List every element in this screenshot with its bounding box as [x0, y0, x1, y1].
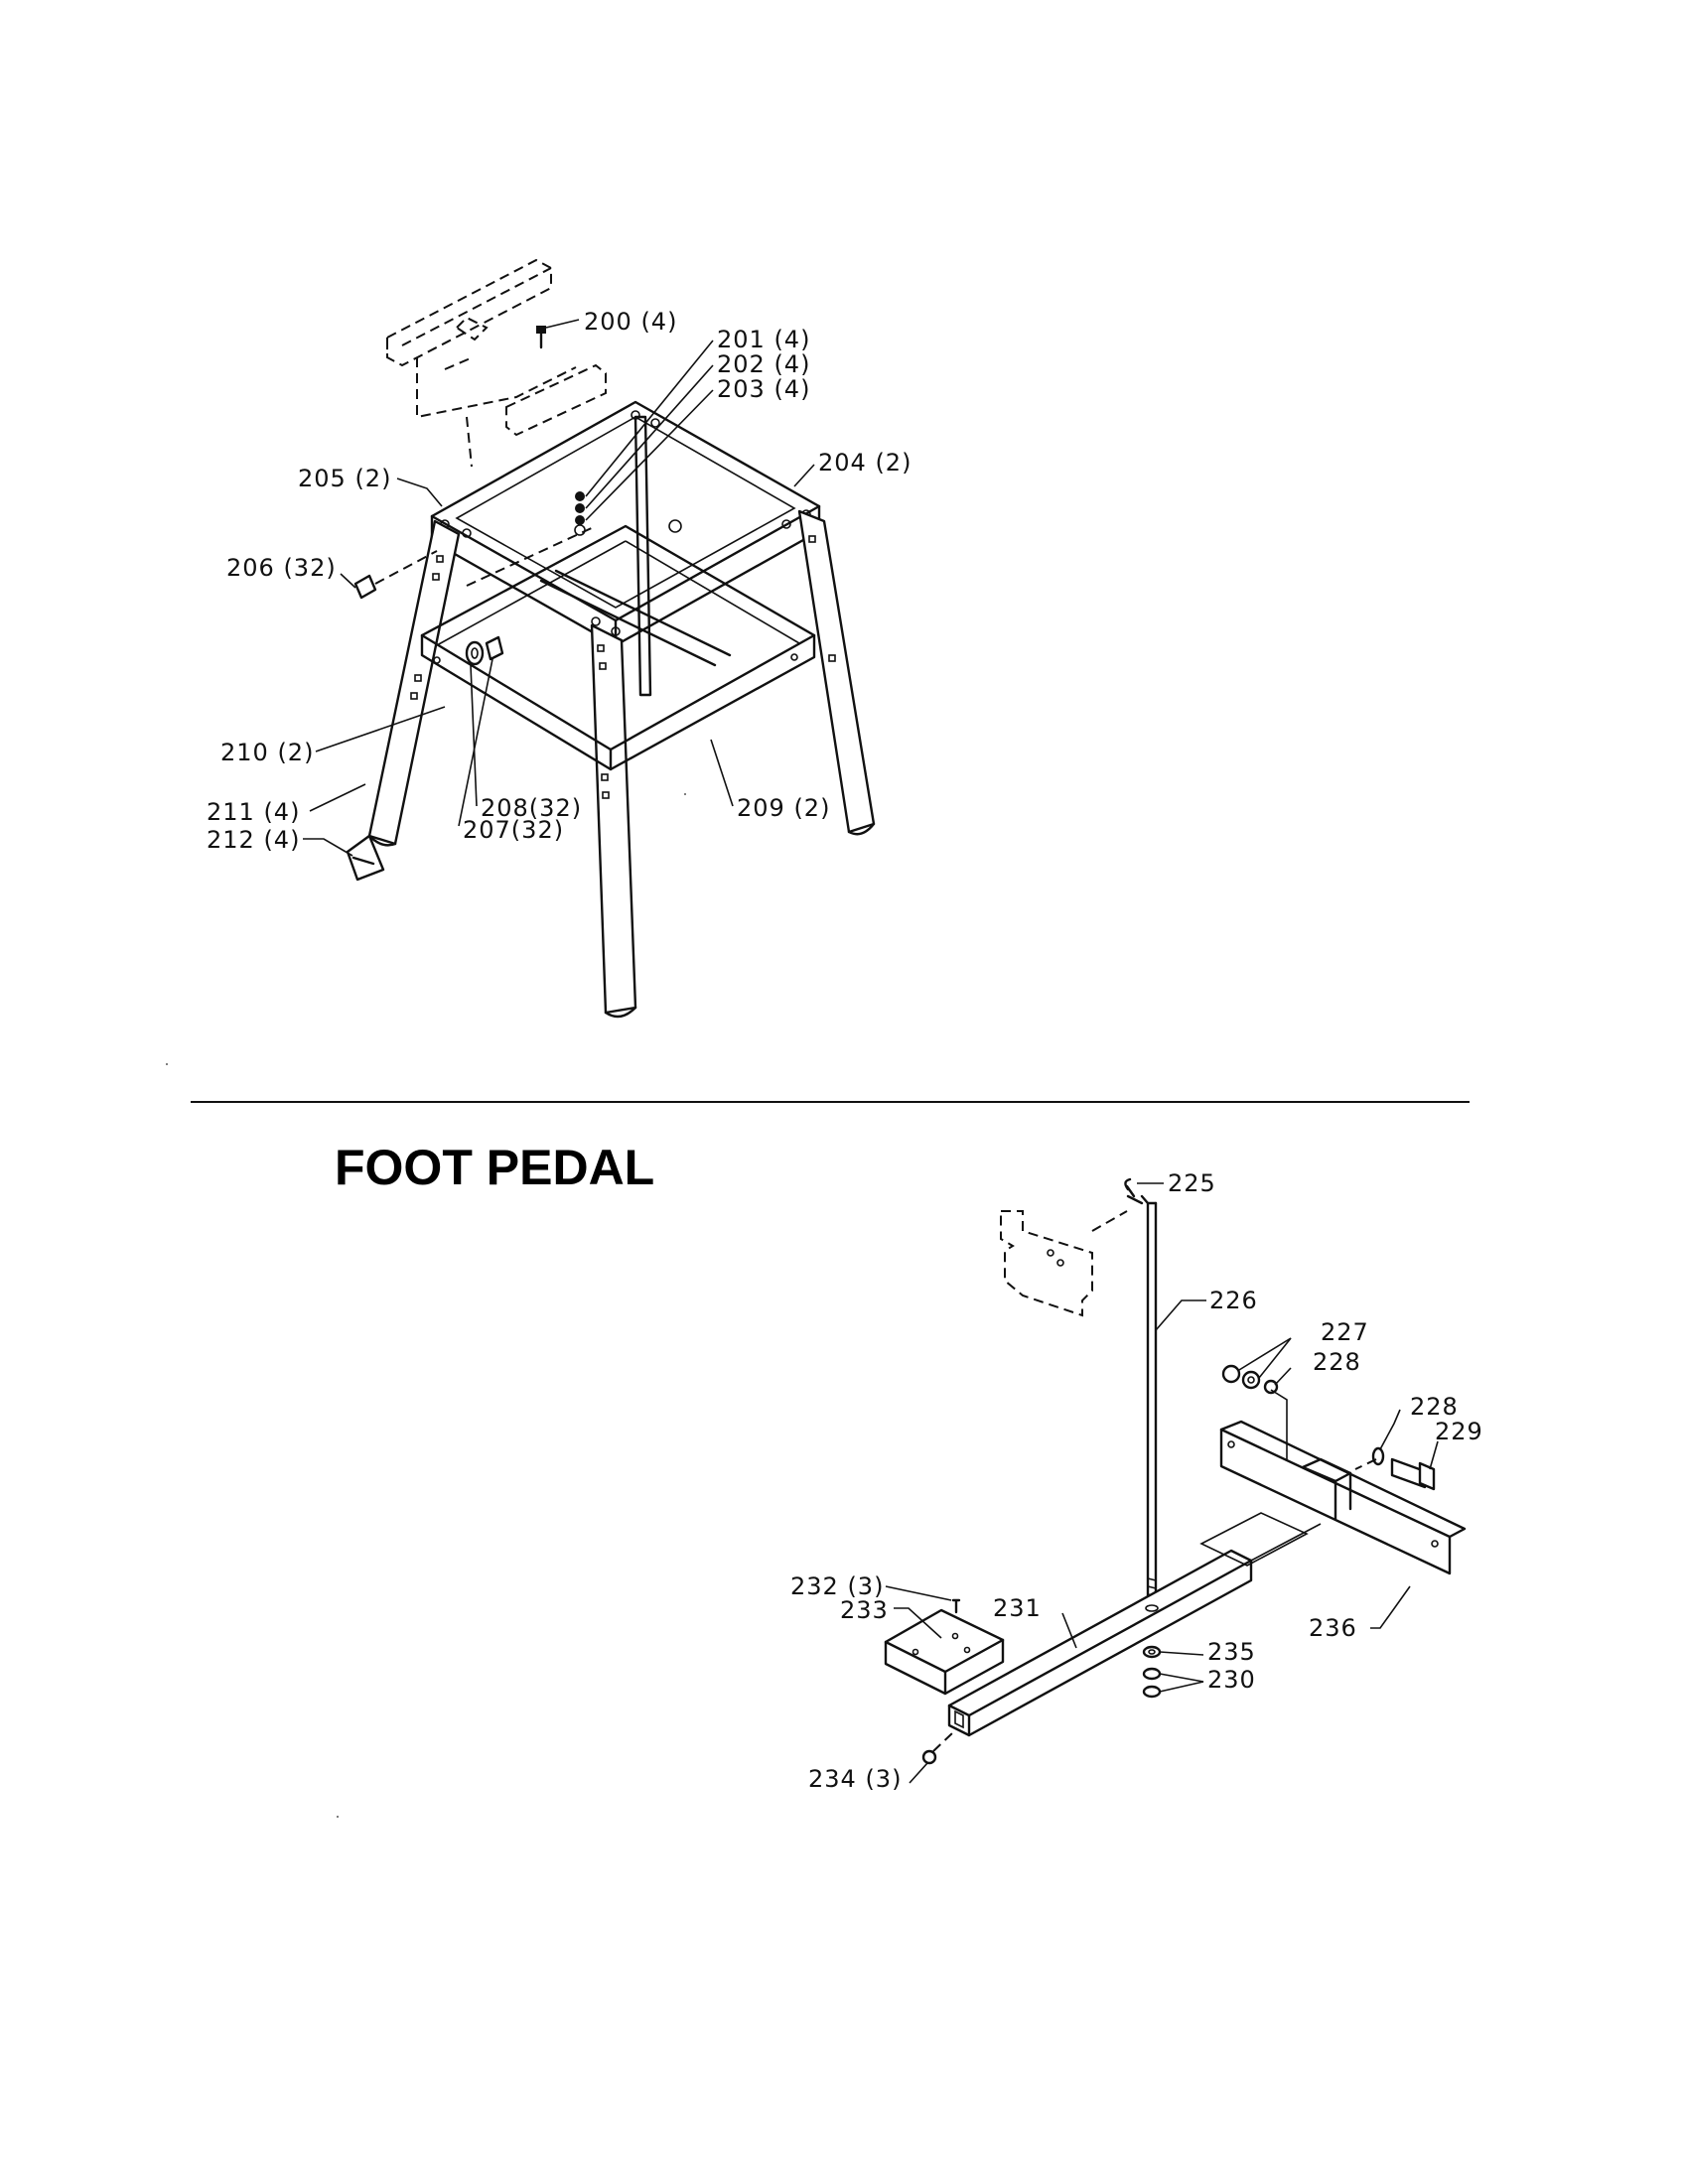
scan-speck: [684, 793, 686, 795]
callout-234: 234 (3): [808, 1765, 902, 1793]
callout-200: 200 (4): [584, 308, 677, 336]
callout-203: 203 (4): [717, 375, 810, 403]
callout-206: 206 (32): [226, 554, 337, 582]
callout-208: 208(32): [481, 794, 582, 822]
pedal-bracket-phantom: [1000, 1210, 1128, 1317]
bracket-236: [1219, 1420, 1467, 1575]
callout-205: 205 (2): [298, 465, 391, 492]
nut-washer-207-208: [465, 635, 504, 666]
callout-204: 204 (2): [818, 449, 912, 477]
callout-212: 212 (4): [207, 826, 300, 854]
scan-speck: [337, 1816, 339, 1818]
callout-236: 236: [1309, 1614, 1357, 1642]
hardware-201-203: [574, 491, 586, 536]
bolt-206: [353, 550, 438, 600]
callout-229: 229: [1435, 1418, 1483, 1445]
nut-234: [921, 1731, 954, 1765]
callout-211: 211 (4): [207, 798, 300, 826]
pedal-arm-231: [947, 1512, 1322, 1737]
hardware-227-228-left: [1221, 1364, 1279, 1395]
callout-209: 209 (2): [737, 794, 830, 822]
callout-227: 227: [1321, 1318, 1369, 1346]
stretcher: [466, 525, 732, 667]
callout-228-right: 228: [1410, 1393, 1459, 1421]
foot-pedal-assembly: 225 226 227 228 228 229 236 232 (3) 233 …: [790, 1169, 1483, 1793]
callout-230: 230: [1207, 1666, 1256, 1694]
callout-235: 235: [1207, 1638, 1256, 1666]
lower-frame: [420, 524, 816, 771]
callout-233: 233: [840, 1596, 889, 1624]
screw-232: [951, 1598, 961, 1614]
screw-200: [536, 326, 546, 349]
section-title-foot-pedal: FOOT PEDAL: [335, 1140, 654, 1195]
callout-226: 226: [1209, 1287, 1258, 1314]
callout-232: 232 (3): [790, 1572, 884, 1600]
stand-leaders: [303, 319, 815, 857]
legs: [367, 415, 876, 1019]
callout-207: 207(32): [463, 816, 564, 844]
callout-225: 225: [1168, 1169, 1216, 1197]
stand-assembly: 200 (4) 201 (4) 202 (4) 203 (4) 204 (2) …: [207, 258, 912, 1019]
top-frame: [430, 400, 821, 647]
pedal-plate-233: [884, 1608, 1005, 1696]
motor-bracket-phantom: [386, 258, 607, 468]
callout-201: 201 (4): [717, 326, 810, 353]
callout-210: 210 (2): [220, 739, 314, 766]
callout-228-left: 228: [1313, 1348, 1361, 1376]
callout-231: 231: [993, 1594, 1042, 1622]
scan-speck: [166, 1063, 168, 1065]
foot-212: [346, 834, 385, 882]
bolt-229-washer-228: [1354, 1446, 1436, 1491]
rod-226: [1124, 1177, 1158, 1610]
pedal-leaders: [885, 1182, 1439, 1784]
callout-202: 202 (4): [717, 350, 810, 378]
hardware-230-235: [1142, 1645, 1162, 1699]
